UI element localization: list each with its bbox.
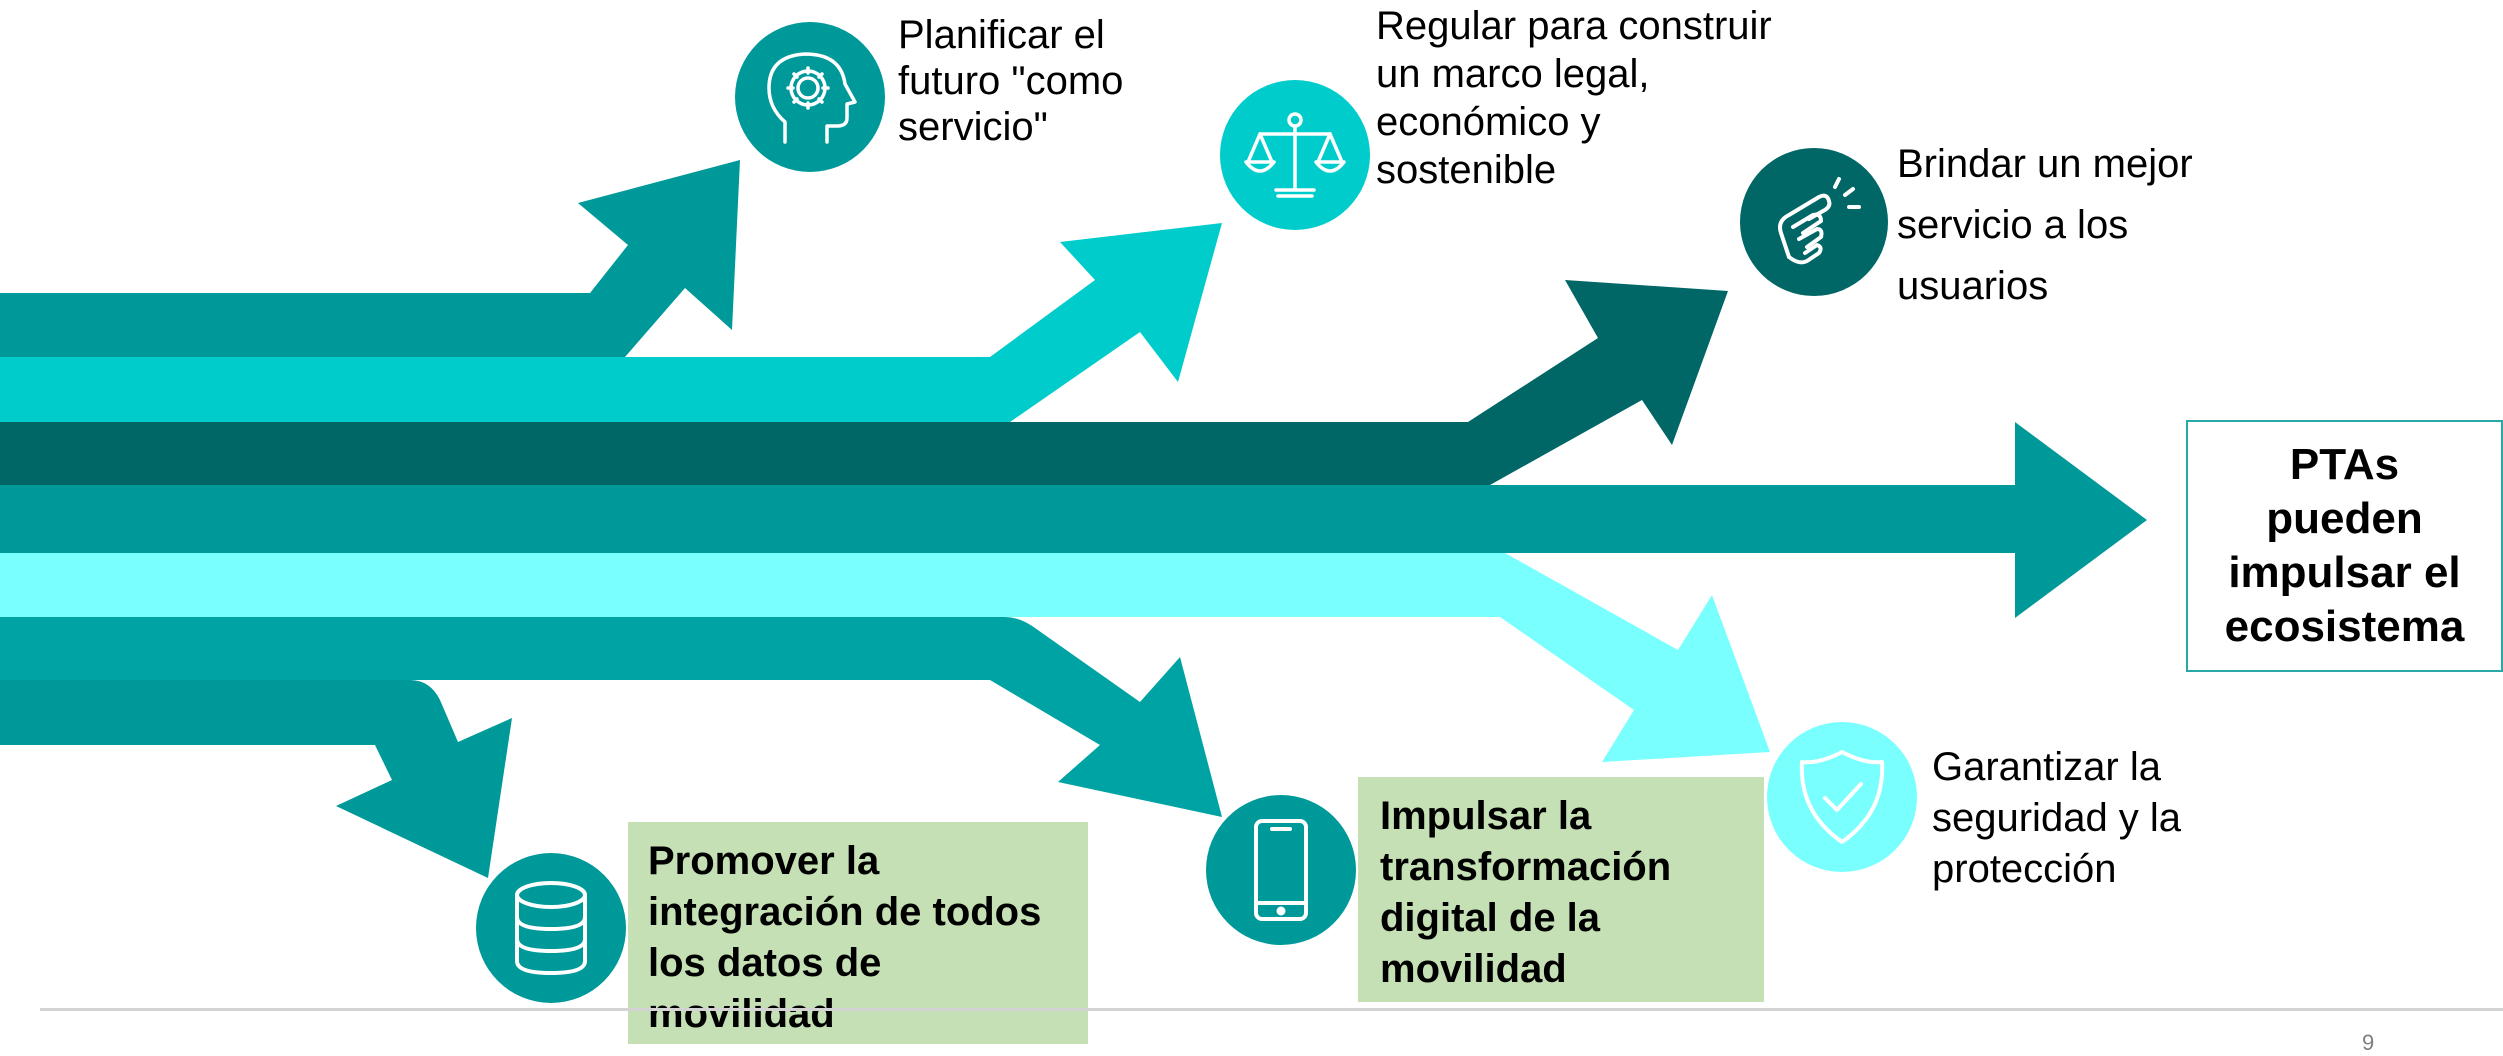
balance-scale-icon	[1220, 80, 1370, 230]
label-planificar: Planificar el futuro "como servicio"	[898, 13, 1124, 149]
box-impulsar: Impulsar la transformación digital de la…	[1358, 777, 1764, 1002]
footer-divider	[40, 1008, 2503, 1011]
result-box: PTAs pueden impulsar el ecosistema	[2186, 420, 2503, 672]
box-promover: Promover la integración de todos los dat…	[628, 822, 1088, 1044]
arrow-garantizar	[0, 553, 1770, 762]
arrow-impulsar	[0, 617, 1222, 817]
arrow-promover	[0, 680, 512, 878]
database-icon	[476, 853, 626, 1003]
arrow-regular	[0, 223, 1222, 422]
label-garantizar: Garantizar la seguridad y la protección	[1932, 745, 2182, 891]
arrow-main	[0, 422, 2147, 618]
smartphone-icon	[1206, 795, 1356, 945]
arrow-brindar	[0, 280, 1728, 485]
label-promover: Promover la integración de todos los dat…	[648, 839, 1042, 1036]
arrow-planificar	[0, 160, 740, 357]
result-label: PTAs pueden impulsar el ecosistema	[2224, 440, 2465, 651]
label-impulsar: Impulsar la transformación digital de la…	[1380, 794, 1672, 991]
label-brindar: Brindar un mejor servicio a los usuarios	[1897, 142, 2193, 308]
shield-check-icon	[1767, 722, 1917, 872]
head-gear-icon	[735, 22, 885, 172]
label-regular: Regular para construir un marco legal, e…	[1376, 4, 1772, 192]
page-number: 9	[2362, 1030, 2375, 1055]
hand-gesture-icon	[1740, 148, 1888, 296]
